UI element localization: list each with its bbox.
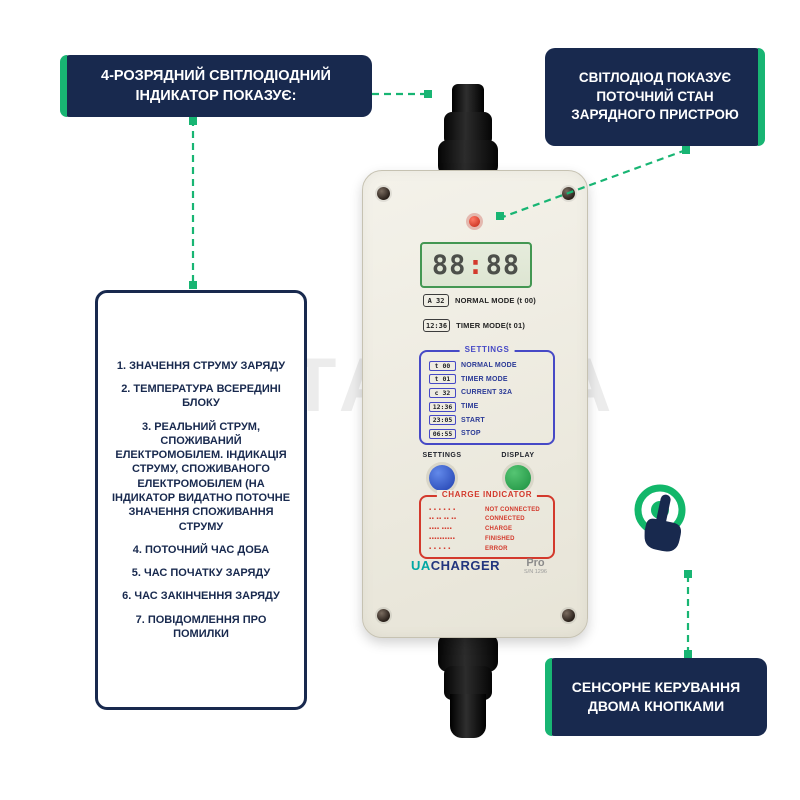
callout-status-led: СВІТЛОДІОД ПОКАЗУЄ ПОТОЧНИЙ СТАН ЗАРЯДНО… — [545, 48, 765, 146]
display-button-label: DISPLAY — [501, 452, 535, 459]
callout-line: 4-РОЗРЯДНИЙ СВІТЛОДІОДНИЙ — [101, 68, 331, 84]
setting-label: START — [461, 416, 485, 424]
led-pattern: ▪ ▪ ▪ ▪ ▪ — [429, 545, 451, 552]
charge-indicator-row: ▪ ▪ ▪ ▪ ▪ ▪ NOT CONNECTED — [429, 505, 548, 514]
charge-indicator-row: ▪▪▪▪ ▪▪▪▪ CHARGE — [429, 525, 548, 534]
mode-row-timer: 12:36 TIMER MODE(t 01) — [423, 319, 525, 332]
brand-ua: UA — [411, 558, 431, 573]
display-digits-right: 88 — [485, 249, 521, 281]
setting-label: TIMER MODE — [461, 375, 508, 383]
connector-endpoint — [189, 281, 197, 289]
charge-state-label: CONNECTED — [485, 516, 525, 523]
led-pattern: ▪▪▪▪ ▪▪▪▪ — [429, 526, 453, 532]
setting-label: CURRENT 32A — [461, 389, 513, 397]
settings-button-label: SETTINGS — [422, 452, 462, 459]
status-led-icon — [469, 216, 480, 227]
screw-icon — [377, 609, 390, 622]
brand-area: UACHARGER Pro S/N 1296 — [411, 557, 547, 575]
settings-row: 06:55 STOP — [421, 427, 553, 441]
connector-endpoint — [684, 570, 692, 578]
list-item: 4. ПОТОЧНИЙ ЧАС ДОБА — [132, 543, 270, 556]
screw-icon — [562, 187, 575, 200]
list-item: 7. ПОВІДОМЛЕННЯ ПРО ПОМИЛКИ — [135, 613, 267, 641]
callout-line: ІНДИКАТОР ПОКАЗУЄ: — [135, 88, 297, 104]
led-pattern: ▪▪▪▪▪▪▪▪▪▪ — [429, 535, 456, 542]
settings-row: t 01 TIMER MODE — [421, 373, 553, 387]
display-colon: : — [467, 249, 485, 281]
connector-endpoint — [684, 650, 692, 658]
serial-number: S/N 1296 — [524, 569, 547, 576]
connector-endpoint — [682, 146, 690, 154]
indicator-feature-list: 1. ЗНАЧЕННЯ СТРУМУ ЗАРЯДУ 2. ТЕМПЕРАТУРА… — [95, 290, 307, 710]
display-button — [505, 465, 531, 491]
brand-charger: CHARGER — [430, 558, 501, 573]
settings-panel: SETTINGS t 00 NORMAL MODE t 01 TIMER MOD… — [419, 345, 555, 445]
accent-bar — [758, 48, 765, 146]
charge-state-label: FINISHED — [485, 535, 515, 542]
callout-line: ПОТОЧНИЙ СТАН — [596, 88, 714, 104]
list-item: 5. ЧАС ПОЧАТКУ ЗАРЯДУ — [131, 567, 271, 580]
list-item: 6. ЧАС ЗАКІНЧЕННЯ ЗАРЯДУ — [122, 590, 280, 603]
screw-icon — [377, 187, 390, 200]
setting-value: 06:55 — [429, 428, 456, 439]
screw-icon — [562, 609, 575, 622]
led-pattern: ▪ ▪ ▪ ▪ ▪ ▪ — [429, 506, 456, 513]
setting-label: TIME — [461, 403, 479, 411]
touch-gesture-icon — [616, 482, 700, 566]
setting-value: t 00 — [429, 360, 456, 371]
touch-icon-graphic — [634, 484, 686, 552]
settings-row: 12:36 TIME — [421, 400, 553, 414]
mode-value: 12:36 — [423, 319, 451, 332]
model-name: Pro — [526, 557, 545, 569]
callout-line: ЗАРЯДНОГО ПРИСТРОЮ — [571, 107, 739, 123]
callout-line: ДВОМА КНОПКАМИ — [587, 698, 725, 714]
connector-endpoint — [189, 117, 197, 125]
charge-state-label: CHARGE — [485, 526, 513, 532]
display-digits-left: 88 — [431, 249, 467, 281]
brand-model: Pro S/N 1296 — [524, 557, 547, 575]
led-pattern: ▪▪ ▪▪ ▪▪ ▪▪ — [429, 516, 457, 523]
bottom-cable — [450, 694, 486, 738]
callout-line: СВІТЛОДІОД ПОКАЗУЄ — [578, 70, 732, 86]
settings-row: t 00 NORMAL MODE — [421, 359, 553, 373]
charge-indicator-panel: CHARGE INDICATOR ▪ ▪ ▪ ▪ ▪ ▪ NOT CONNECT… — [419, 490, 555, 559]
charge-state-label: NOT CONNECTED — [485, 506, 540, 513]
seven-segment-display: 88:88 — [420, 242, 532, 288]
charge-state-label: ERROR — [485, 545, 508, 552]
list-item: 3. РЕАЛЬНИЙ СТРУМ, СПОЖИВАНИЙ ЕЛЕКТРОМОБ… — [111, 420, 291, 533]
charger-device: 88:88 A 32 NORMAL MODE (t 00) 12:36 TIME… — [362, 170, 588, 638]
mode-label: NORMAL MODE (t 00) — [455, 296, 536, 305]
setting-value: t 01 — [429, 374, 456, 385]
connector-endpoint — [424, 90, 432, 98]
setting-value: 12:36 — [429, 401, 456, 412]
brand-logo: UACHARGER — [411, 557, 500, 575]
settings-row: c 32 CURRENT 32A — [421, 386, 553, 400]
mode-value: A 32 — [423, 294, 449, 307]
charge-indicator-title: CHARGE INDICATOR — [436, 490, 538, 499]
settings-row: 23:05 START — [421, 413, 553, 427]
charge-indicator-row: ▪▪ ▪▪ ▪▪ ▪▪ CONNECTED — [429, 515, 548, 524]
list-item: 1. ЗНАЧЕННЯ СТРУМУ ЗАРЯДУ — [116, 359, 286, 372]
setting-label: NORMAL MODE — [461, 362, 517, 370]
callout-line: СЕНСОРНЕ КЕРУВАННЯ — [571, 678, 741, 695]
bottom-gland-nut — [438, 634, 498, 672]
mode-row-normal: A 32 NORMAL MODE (t 00) — [423, 294, 536, 307]
callout-led-indicator: 4-РОЗРЯДНИЙ СВІТЛОДІОДНИЙ ІНДИКАТОР ПОКА… — [60, 55, 372, 117]
setting-value: c 32 — [429, 387, 456, 398]
charge-indicator-row: ▪▪▪▪▪▪▪▪▪▪ FINISHED — [429, 534, 548, 543]
setting-label: STOP — [461, 430, 481, 438]
mode-label: TIMER MODE(t 01) — [456, 321, 526, 330]
settings-panel-title: SETTINGS — [459, 345, 515, 354]
callout-touch-control: СЕНСОРНЕ КЕРУВАННЯ ДВОМА КНОПКАМИ — [545, 658, 767, 736]
setting-value: 23:05 — [429, 415, 456, 426]
accent-bar — [60, 55, 67, 117]
charge-indicator-row: ▪ ▪ ▪ ▪ ▪ ERROR — [429, 544, 548, 553]
list-item: 2. ТЕМПЕРАТУРА ВСЕРЕДИНІ БЛОКУ — [121, 382, 281, 410]
settings-button — [429, 465, 455, 491]
accent-bar — [545, 658, 552, 736]
